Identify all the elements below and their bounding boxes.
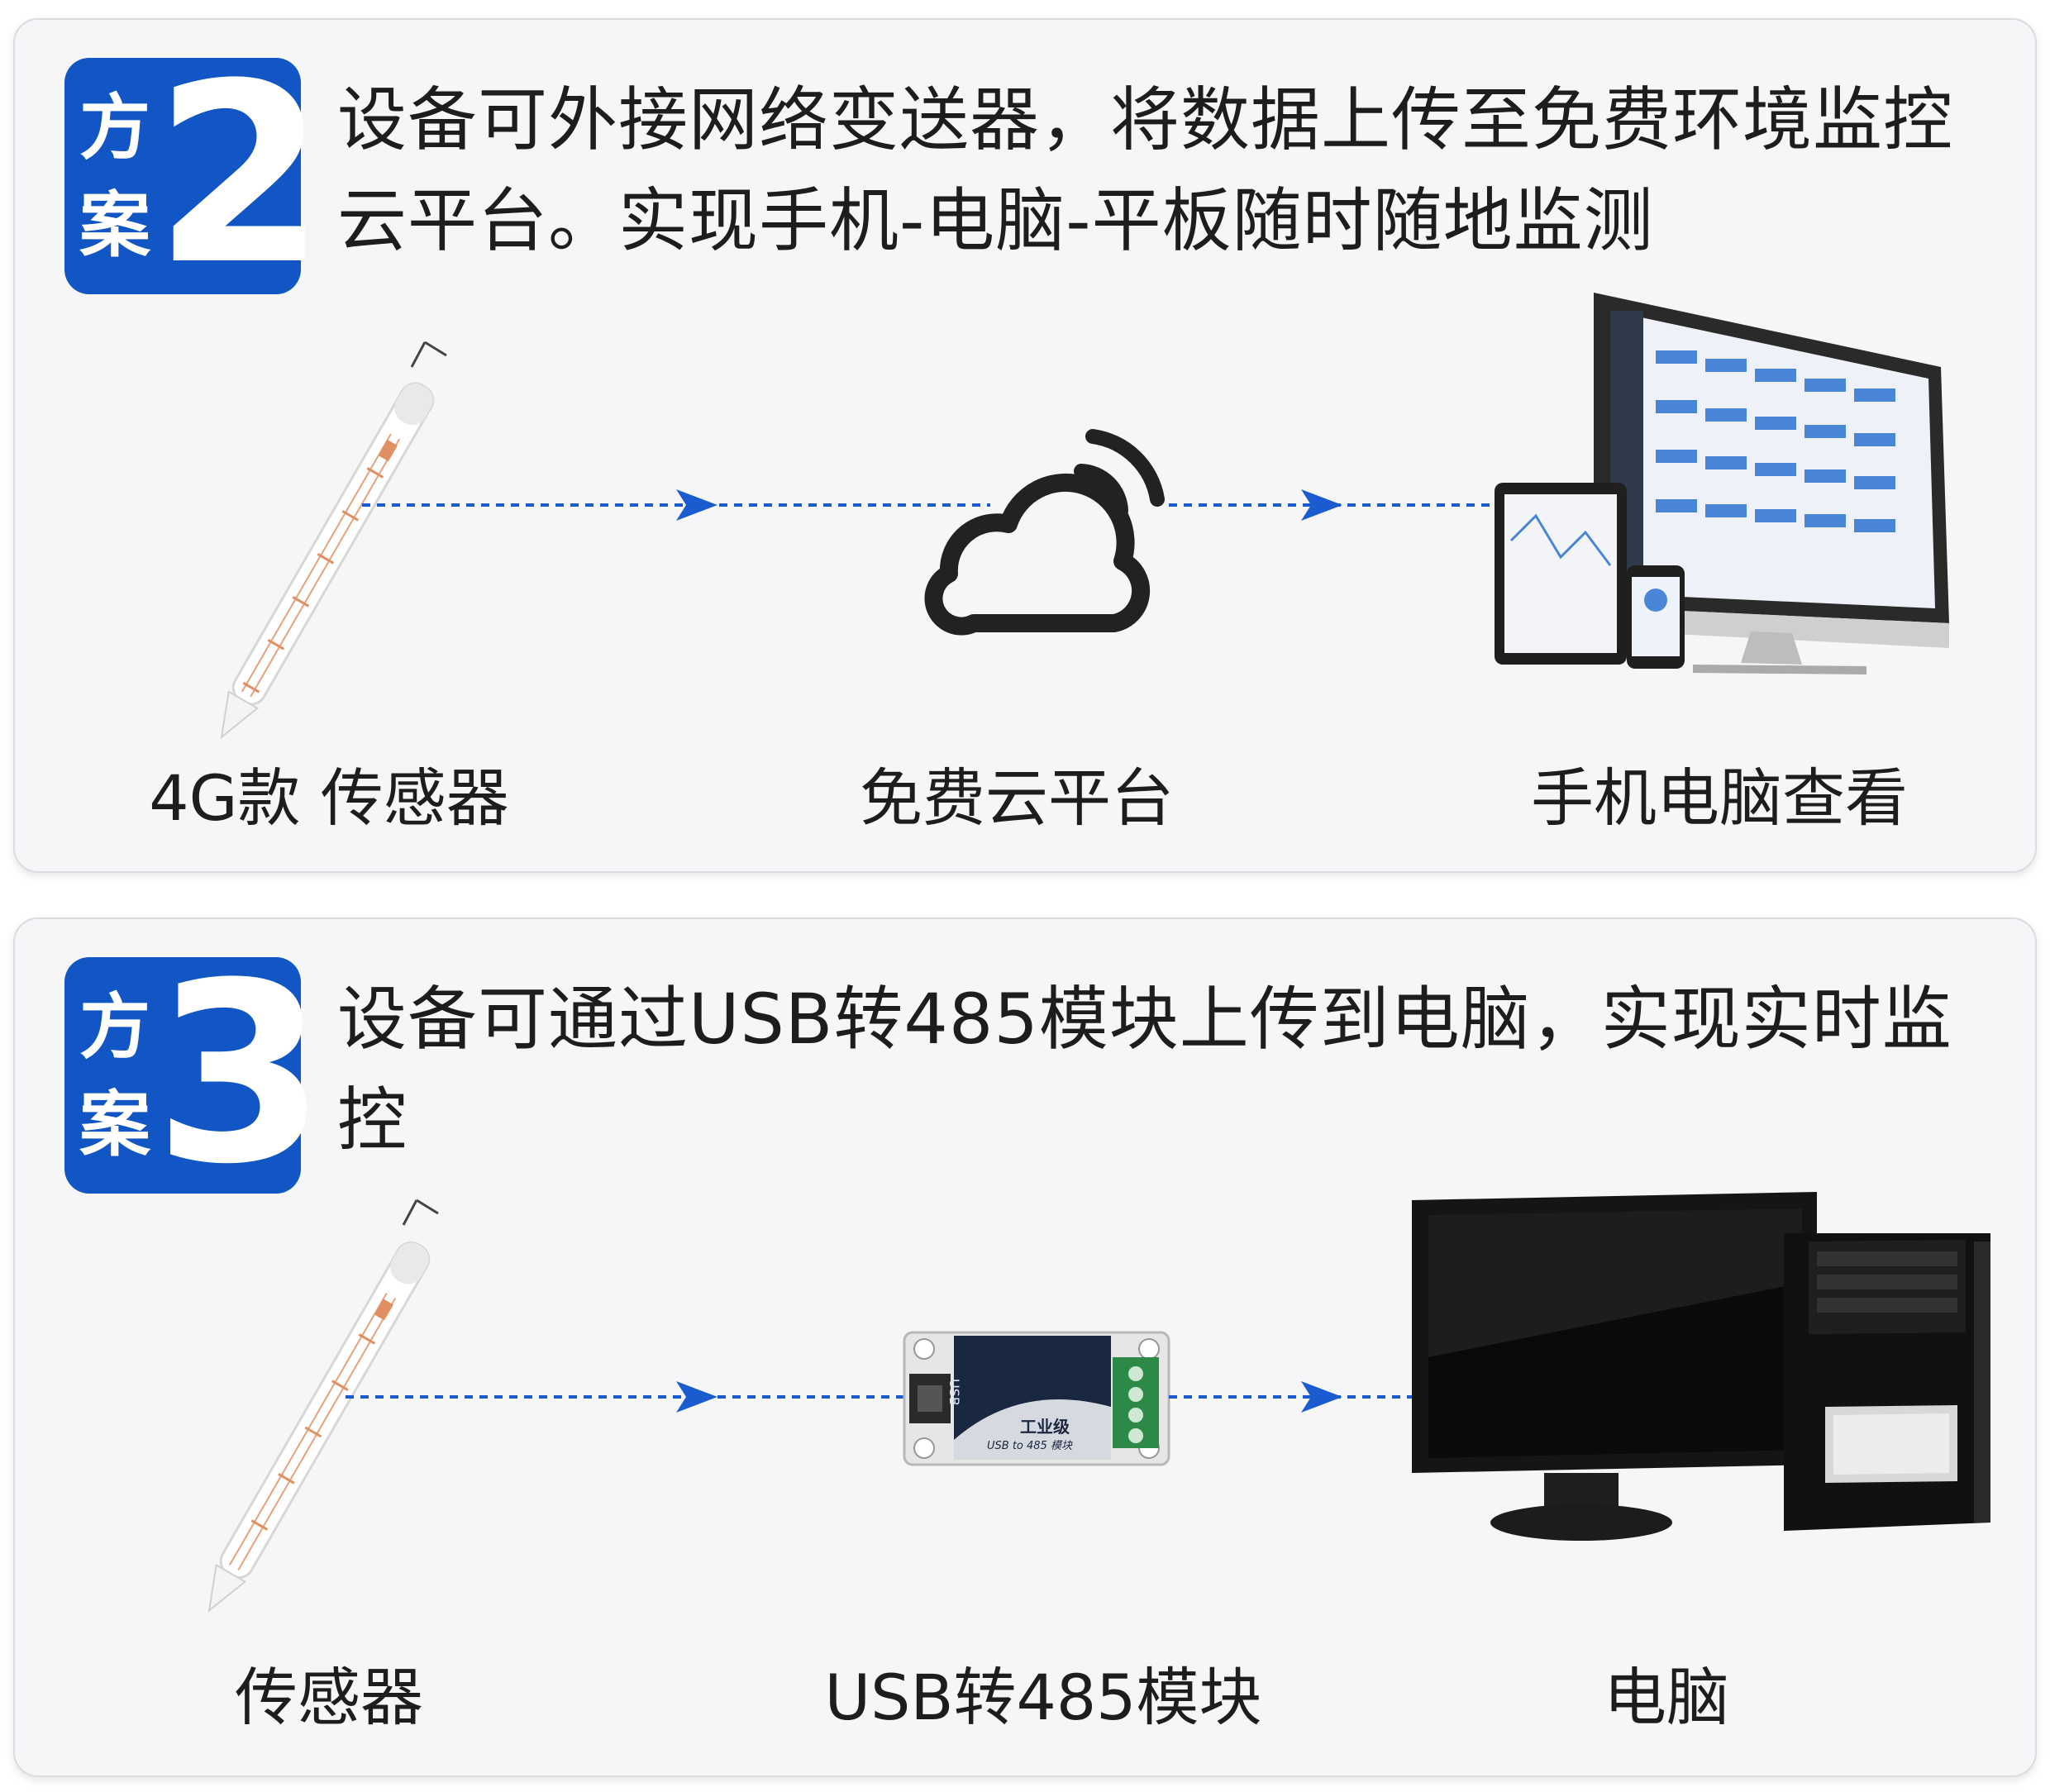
module-usb-text: USB xyxy=(946,1379,962,1406)
label-usb-485-module: USB转485模块 xyxy=(824,1661,1262,1734)
scheme-2-panel: 方 案 2 设备可外接网络变送器，将数据上传至免费环境监控云平台。实现手机-电脑… xyxy=(13,18,2037,873)
scheme-3-panel: 方 案 3 设备可通过USB转485模块上传到电脑，实现实时监控 xyxy=(13,917,2037,1777)
usb-485-module-icon: USB 工业级 USB to 485 模块 xyxy=(896,1316,1177,1481)
badge-char-2: 案 xyxy=(79,184,150,267)
label-phone-pc-view: 手机电脑查看 xyxy=(1531,761,1908,835)
module-grade-text: 工业级 xyxy=(1020,1417,1070,1437)
module-model-text: USB to 485 模块 xyxy=(987,1440,1072,1452)
sensor-probe-icon xyxy=(131,1184,478,1647)
arrow-right-icon xyxy=(346,1376,908,1418)
arrow-right-icon xyxy=(1169,484,1533,526)
badge-char-1: 方 xyxy=(79,87,150,169)
arrow-right-icon xyxy=(362,484,990,526)
badge-char-2: 案 xyxy=(79,1084,150,1166)
desktop-computer-icon xyxy=(1395,1192,1990,1547)
label-sensor: 传感器 xyxy=(235,1661,423,1734)
badge-number: 2 xyxy=(154,31,327,319)
scheme-3-badge: 方 案 3 xyxy=(64,942,327,1207)
label-computer: 电脑 xyxy=(1604,1661,1729,1734)
arrow-right-icon xyxy=(1169,1376,1417,1418)
scheme-3-description: 设备可通过USB转485模块上传到电脑，实现实时监控 xyxy=(337,979,1952,1161)
label-4g-sensor: 4G款 传感器 xyxy=(149,761,509,835)
label-cloud-platform: 免费云平台 xyxy=(860,761,1174,835)
badge-char-1: 方 xyxy=(79,986,150,1069)
cloud-signal-icon xyxy=(916,425,1180,648)
multi-device-icon xyxy=(1478,293,1957,681)
badge-number: 3 xyxy=(154,930,327,1218)
sensor-probe-icon xyxy=(139,326,486,772)
scheme-2-description: 设备可外接网络变送器，将数据上传至免费环境监控云平台。实现手机-电脑-平板随时随… xyxy=(337,79,1954,261)
scheme-2-badge: 方 案 2 xyxy=(64,43,327,307)
